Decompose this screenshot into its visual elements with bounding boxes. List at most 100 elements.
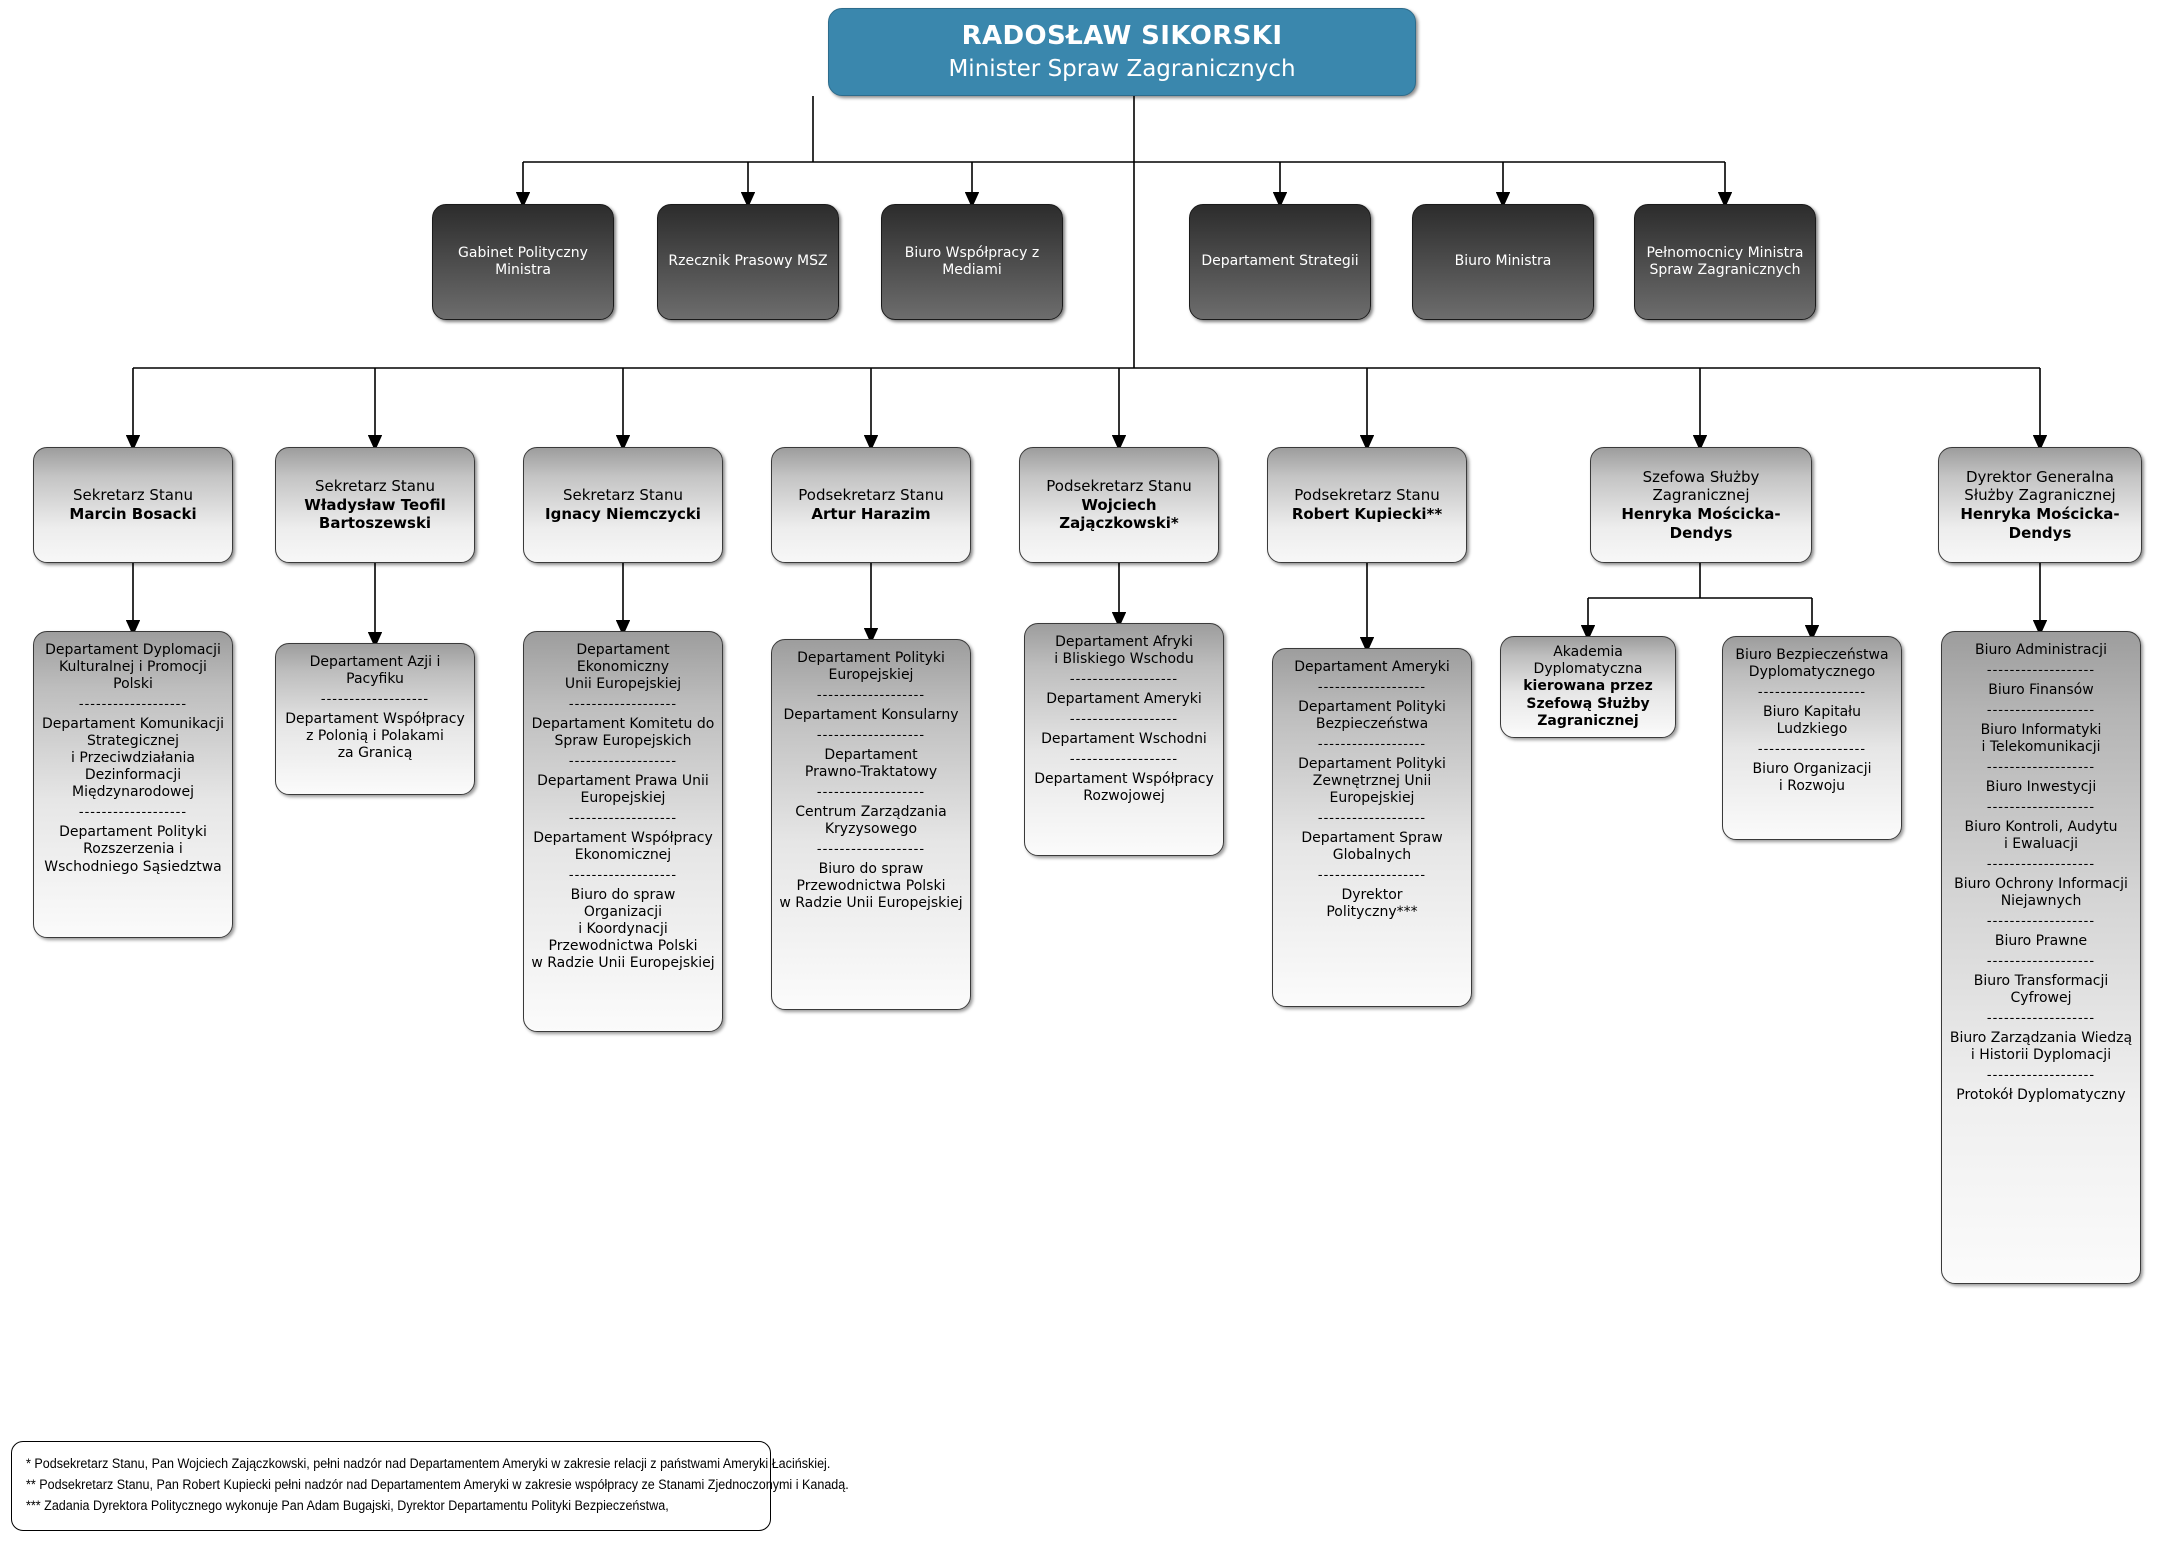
staff-label: Departament Strategii [1201, 253, 1359, 270]
minister-role: Minister Spraw Zagranicznych [948, 55, 1296, 82]
akademia-dyplomatyczna-box[interactable]: Akademia Dyplomatyczna kierowana przez S… [1500, 636, 1676, 738]
akademia-line-5: Zagranicznej [1537, 712, 1639, 729]
footnote-2: ** Podsekretarz Stanu, Pan Robert Kupiec… [26, 1476, 849, 1492]
dep-separator: ------------------- [816, 728, 926, 744]
staff-box-rzecznik-prasowy[interactable]: Rzecznik Prasowy MSZ [657, 204, 839, 320]
staff-label: Biuro Ministra [1454, 253, 1552, 270]
officer-box-wojciech-zajaczkowski[interactable]: Podsekretarz Stanu Wojciech Zajączkowski… [1019, 447, 1219, 563]
dep-separator: ------------------- [1069, 712, 1179, 728]
dep-item[interactable]: Departament Ameryki [1046, 691, 1202, 708]
dep-separator: ------------------- [1986, 914, 2096, 929]
officer-name: Wojciech Zajączkowski* [1059, 495, 1179, 533]
staff-box-biuro-ministra[interactable]: Biuro Ministra [1412, 204, 1594, 320]
department-list-dyrektor-generalna[interactable]: Biuro Administracji ------------------- Bi… [1941, 631, 2141, 1284]
staff-box-departament-strategii[interactable]: Departament Strategii [1189, 204, 1371, 320]
dep-item[interactable]: Departament Azji i Pacyfiku [309, 654, 441, 688]
akademia-line-3: kierowana przez [1523, 678, 1653, 695]
dep-separator: ------------------- [1069, 672, 1179, 688]
dep-item[interactable]: Biuro Inwestycji [1985, 778, 2097, 795]
dep-separator: ------------------- [1986, 1067, 2096, 1083]
officer-role: Podsekretarz Stanu [1046, 476, 1192, 495]
dep-separator: ------------------- [1069, 752, 1179, 768]
dep-item[interactable]: Biuro Prawne [1994, 932, 2088, 949]
dep-item[interactable]: Biuro Transformacji Cyfrowej [1973, 972, 2109, 1006]
dep-item[interactable]: Biuro Finansów [1988, 681, 2094, 698]
department-list-kupiecki[interactable]: Departament Ameryki ------------------- De… [1272, 648, 1472, 1007]
dep-separator: ------------------- [1986, 760, 2096, 776]
dep-item[interactable]: Departament Ameryki [1294, 659, 1450, 675]
dep-item[interactable]: Biuro Kapitału Ludzkiego [1762, 704, 1862, 738]
dep-separator: ------------------- [816, 688, 926, 704]
officer-box-artur-harazim[interactable]: Podsekretarz Stanu Artur Harazim [771, 447, 971, 563]
akademia-line-4: Szefową Służby [1526, 695, 1650, 712]
officer-role: Podsekretarz Stanu [1294, 486, 1440, 505]
dep-item[interactable]: Biuro Administracji [1975, 642, 2107, 658]
dep-item[interactable]: Protokół Dyplomatyczny [1956, 1086, 2126, 1103]
dep-separator: ------------------- [320, 692, 430, 708]
dep-separator: ------------------- [78, 805, 188, 821]
dep-separator: ------------------- [1986, 799, 2096, 815]
officer-box-marcin-bosacki[interactable]: Sekretarz Stanu Marcin Bosacki [33, 447, 233, 563]
officer-box-robert-kupiecki[interactable]: Podsekretarz Stanu Robert Kupiecki** [1267, 447, 1467, 563]
minister-box[interactable]: RADOSŁAW SIKORSKI Minister Spraw Zagrani… [828, 8, 1416, 96]
dep-item[interactable]: Departament Konsularny [783, 707, 959, 724]
dep-separator: ------------------- [1757, 685, 1867, 701]
officer-box-ignacy-niemczycki[interactable]: Sekretarz Stanu Ignacy Niemczycki [523, 447, 723, 563]
officer-role: Sekretarz Stanu [315, 476, 435, 495]
dep-separator: ------------------- [1986, 953, 2096, 969]
officer-name: Artur Harazim [811, 505, 931, 523]
dep-separator: ------------------- [816, 842, 926, 858]
dep-separator: ------------------- [1986, 703, 2096, 719]
dep-separator: ------------------- [1986, 856, 2096, 872]
dep-separator: ------------------- [1317, 811, 1427, 827]
footnote-1: * Podsekretarz Stanu, Pan Wojciech Zając… [26, 1456, 831, 1471]
officer-role: Podsekretarz Stanu [798, 486, 944, 505]
dep-separator: ------------------- [568, 754, 678, 770]
department-list-bartoszewski[interactable]: Departament Azji i Pacyfiku -------------… [275, 643, 475, 795]
dep-item[interactable]: Departament Wschodni [1041, 730, 1207, 747]
dep-separator: ------------------- [568, 697, 678, 713]
dep-separator: ------------------- [1317, 868, 1427, 884]
